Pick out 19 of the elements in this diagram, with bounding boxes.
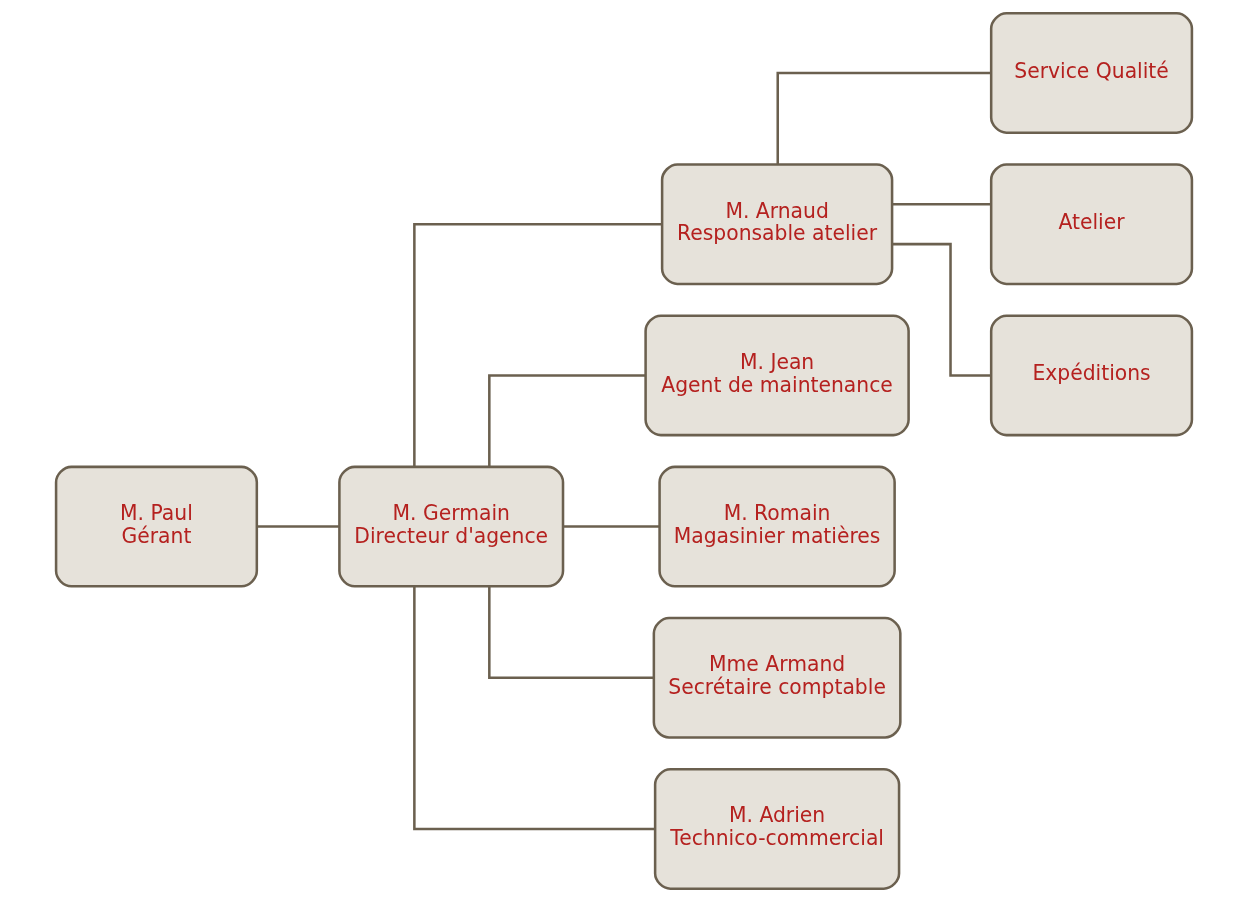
connector [256, 525, 339, 528]
node-box: M. Paul Gérant [54, 465, 258, 588]
node-box: Atelier [989, 163, 1193, 286]
node-box: M. Germain Directeur d'agence [337, 465, 564, 588]
connector [891, 203, 991, 206]
node-box: M. Jean Agent de maintenance [643, 314, 910, 437]
connector [412, 222, 662, 467]
connector [487, 374, 645, 467]
connector [487, 586, 654, 680]
connector [891, 242, 991, 377]
node-box: M. Romain Magasinier matières [657, 465, 896, 588]
node-box: Mme Armand Secrétaire comptable [652, 616, 902, 739]
node-box: Expéditions [989, 314, 1193, 437]
connector [775, 71, 991, 165]
node-box: M. Adrien Technico-commercial [653, 768, 900, 890]
node-box: Service Qualité [989, 12, 1193, 134]
node-box: M. Arnaud Responsable atelier [660, 163, 893, 286]
connector [562, 525, 659, 528]
connector [412, 586, 655, 831]
